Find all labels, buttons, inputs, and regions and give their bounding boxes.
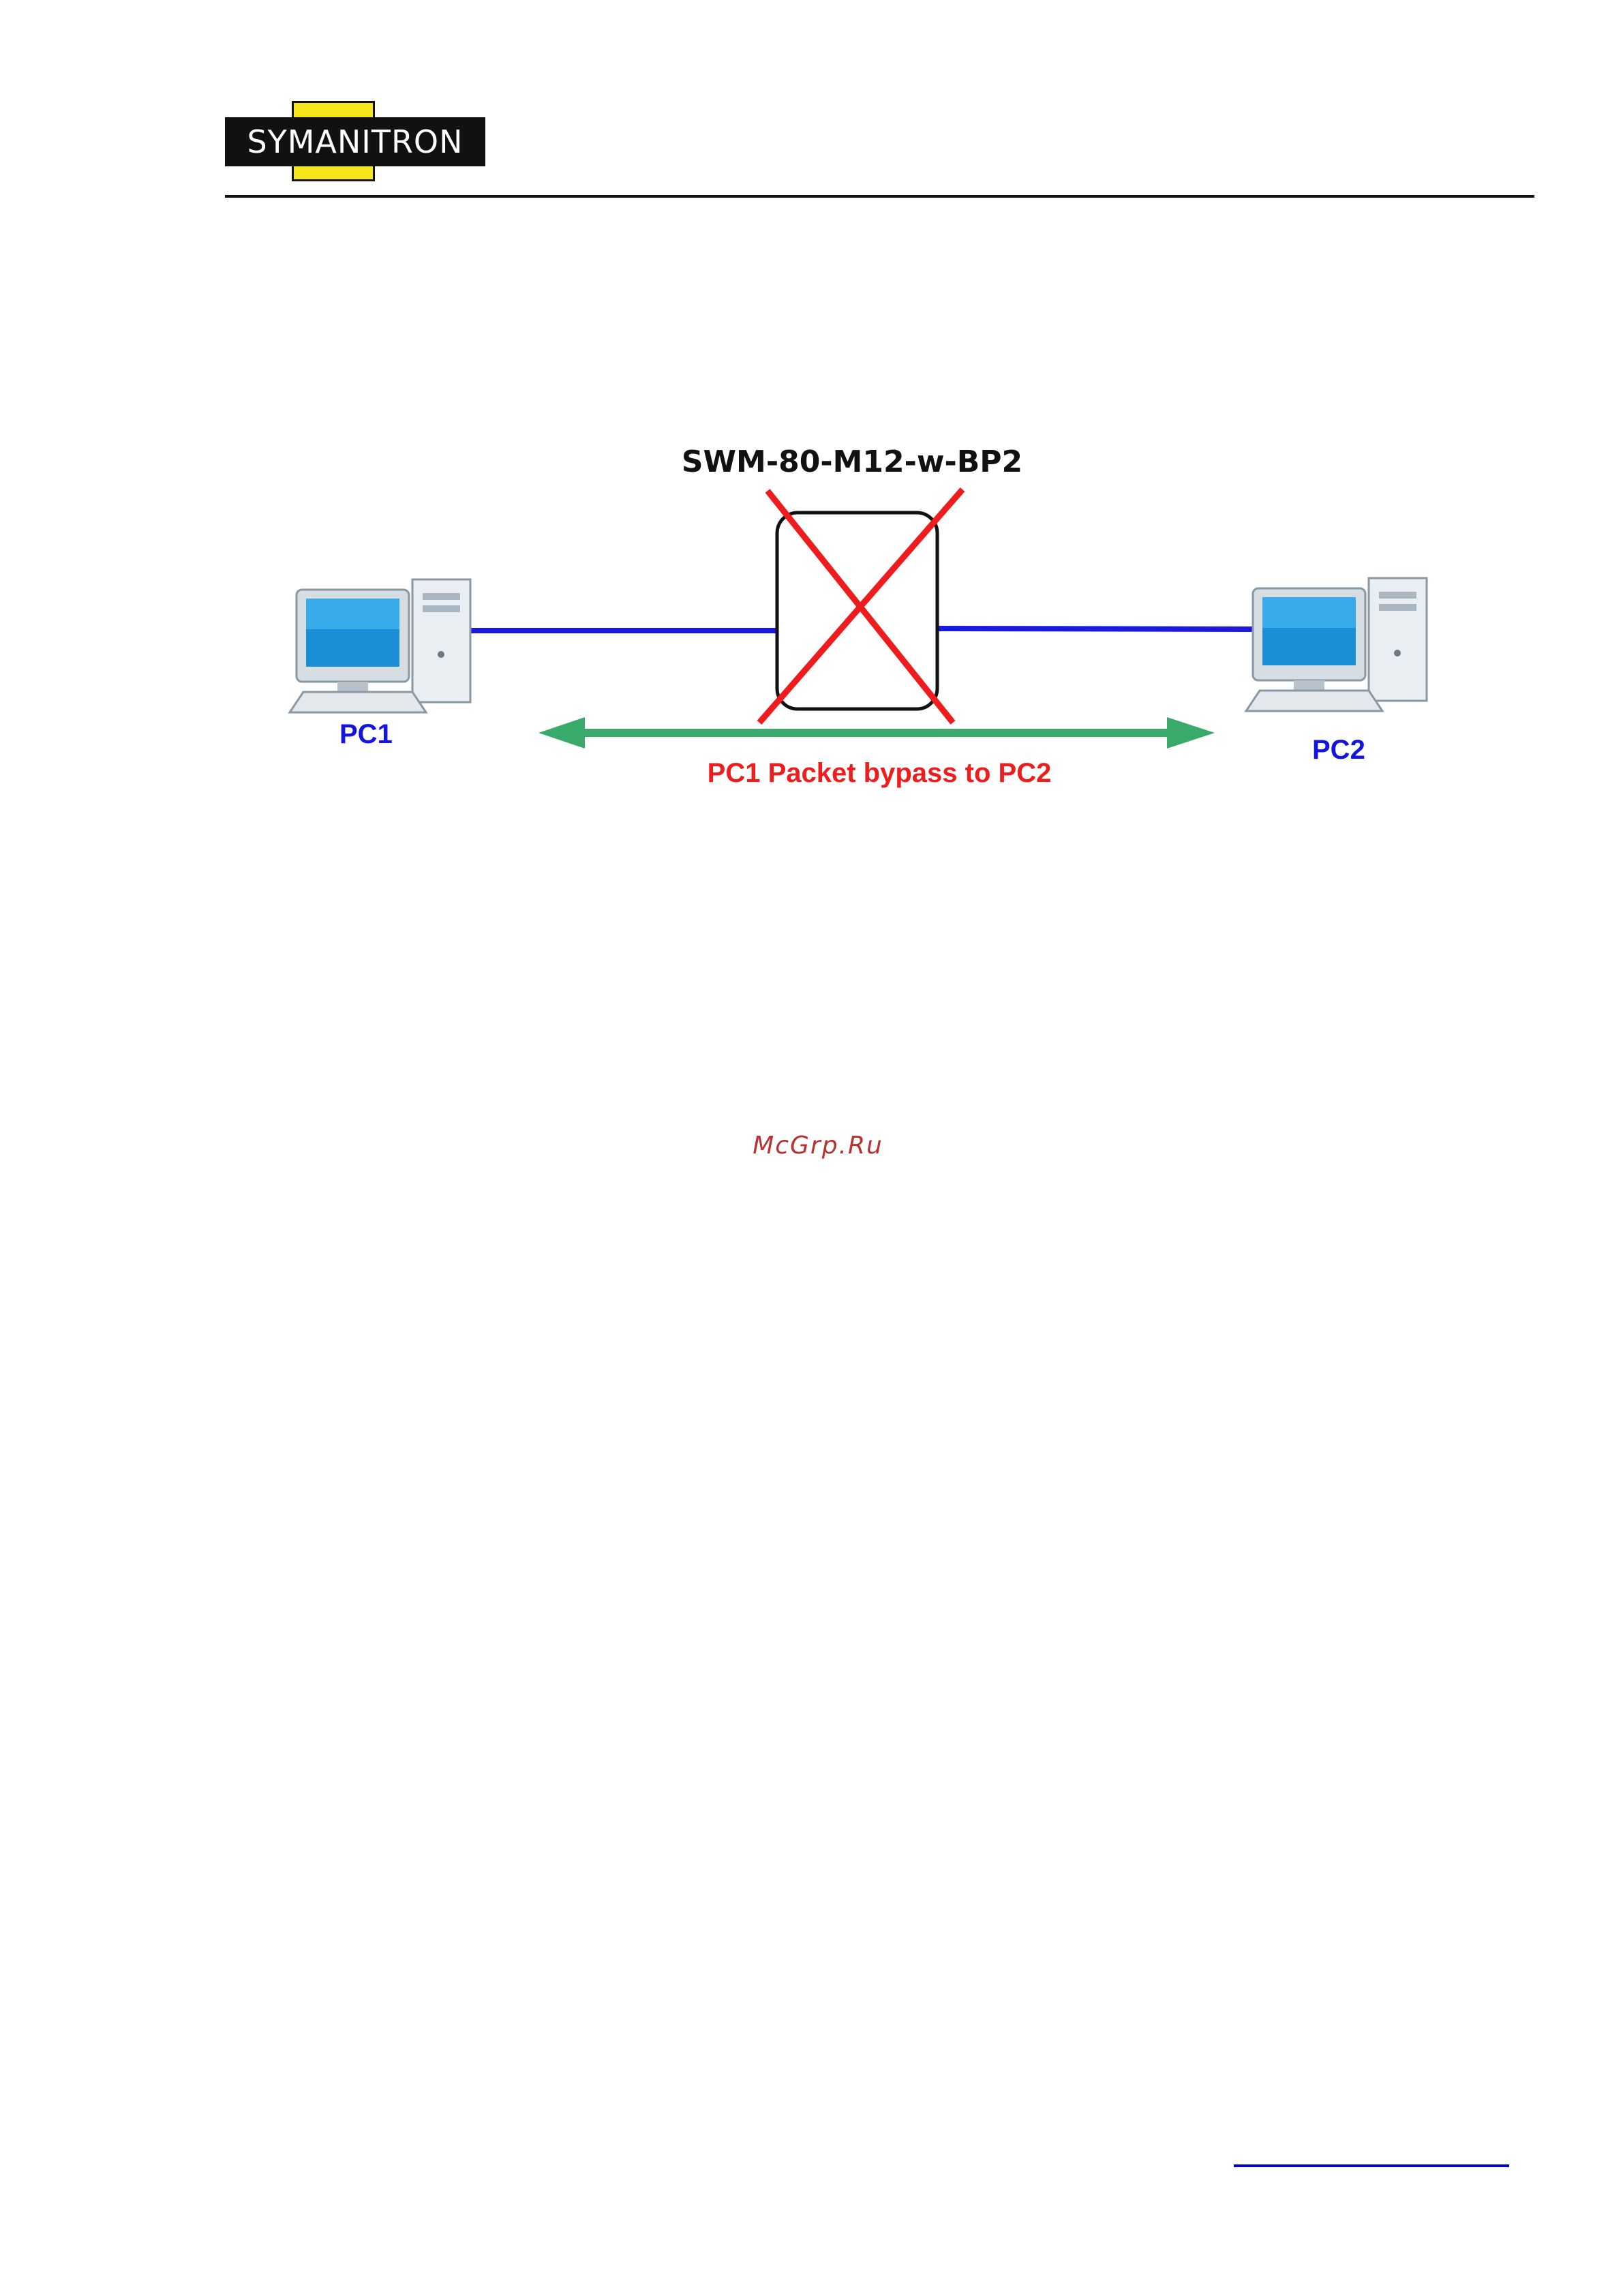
footer-link-underline[interactable] <box>1234 2164 1509 2167</box>
device-label: SWM-80-M12-w-BP2 <box>613 444 1091 479</box>
pc2-label: PC2 <box>1312 735 1365 766</box>
pc1-label: PC1 <box>339 719 393 750</box>
bypass-label: PC1 Packet bypass to PC2 <box>634 758 1125 789</box>
watermark: McGrp.Ru <box>682 1132 954 1160</box>
pc1-computer-icon <box>290 579 470 712</box>
bypass-arrow <box>539 717 1215 749</box>
pc2-computer-icon <box>1246 578 1427 711</box>
